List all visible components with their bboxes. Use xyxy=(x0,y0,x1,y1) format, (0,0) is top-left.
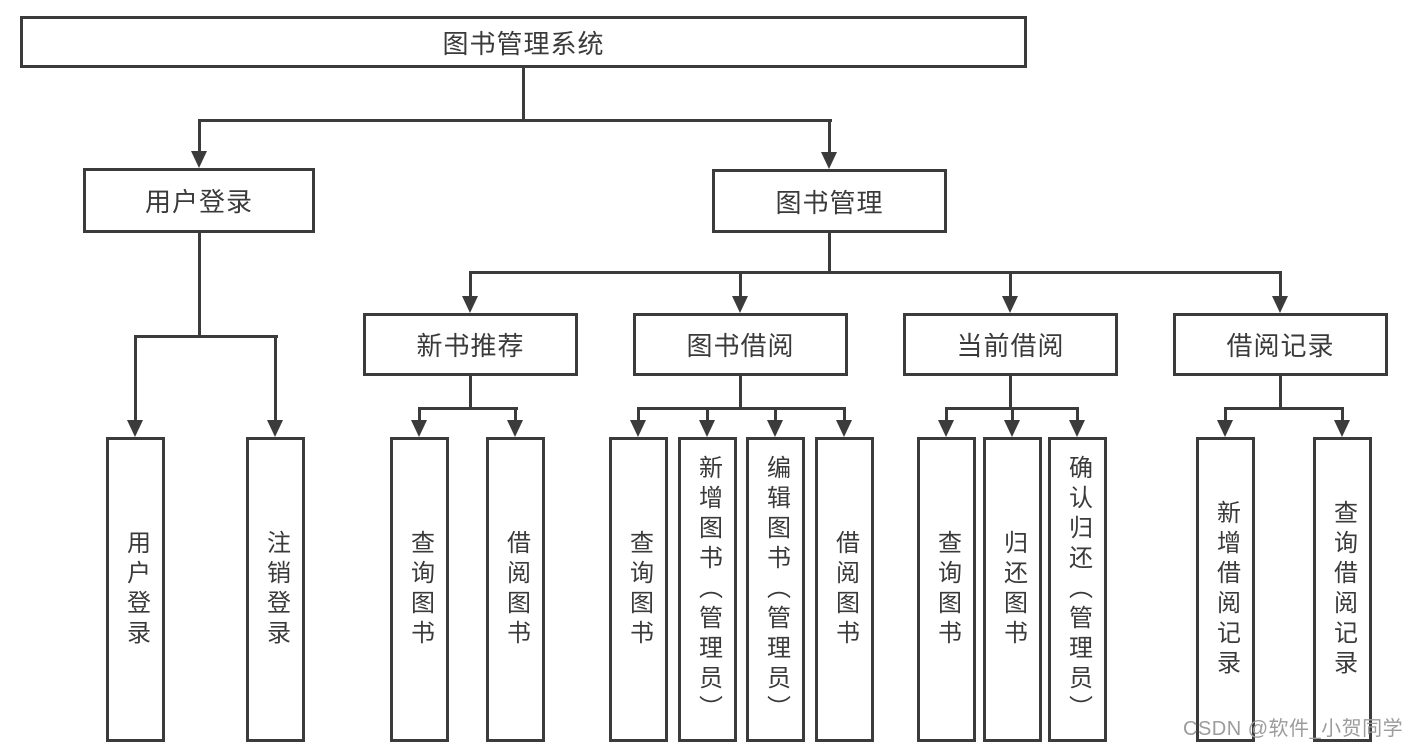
leaf-user-login: 用户登录 xyxy=(106,437,165,742)
connector-vline xyxy=(198,231,201,337)
arrow-down xyxy=(507,420,523,437)
connector-vline xyxy=(469,375,472,409)
leaf-borrow-books-recommend-label: 借阅图书 xyxy=(502,529,530,650)
leaf-logout-label: 注销登录 xyxy=(262,529,290,650)
connector-hline xyxy=(418,407,518,410)
arrow-down xyxy=(938,420,954,437)
connector-stem xyxy=(418,407,421,423)
connector-hline xyxy=(1224,407,1344,410)
connector-stem xyxy=(1341,407,1344,423)
arrow-down xyxy=(1272,296,1288,313)
arrow-down xyxy=(1069,420,1085,437)
leaf-confirm-return-admin: 确认归还（管理员） xyxy=(1048,437,1107,742)
connector-stem xyxy=(134,335,137,421)
connector-stem xyxy=(469,271,472,298)
leaf-borrow-books-borrowing-label: 借阅图书 xyxy=(831,529,859,650)
leaf-add-books-admin-label: 新增图书（管理员） xyxy=(694,454,722,725)
connector-hline xyxy=(469,271,1282,274)
leaf-user-login-label: 用户登录 xyxy=(122,529,150,650)
arrow-down xyxy=(630,420,646,437)
leaf-query-borrow-record: 查询借阅记录 xyxy=(1313,437,1372,742)
leaf-query-books-current: 查询图书 xyxy=(917,437,976,742)
node-user-login: 用户登录 xyxy=(83,168,315,233)
leaf-query-borrow-record-label: 查询借阅记录 xyxy=(1329,499,1357,680)
leaf-logout: 注销登录 xyxy=(246,437,305,742)
connector-stem xyxy=(706,407,709,423)
connector-vline xyxy=(522,67,525,120)
arrow-down xyxy=(836,420,852,437)
node-book-borrowing-label: 图书借阅 xyxy=(686,331,795,361)
connector-stem xyxy=(1279,271,1282,298)
leaf-borrow-books-borrowing: 借阅图书 xyxy=(815,437,874,742)
node-user-login-label: 用户登录 xyxy=(144,187,253,217)
arrow-down xyxy=(1004,420,1020,437)
leaf-query-books-recommend: 查询图书 xyxy=(390,437,449,742)
connector-stem xyxy=(739,271,742,298)
node-root-system: 图书管理系统 xyxy=(20,16,1027,68)
connector-stem xyxy=(774,407,777,423)
leaf-add-books-admin: 新增图书（管理员） xyxy=(678,437,737,742)
arrow-down xyxy=(127,420,143,437)
node-book-management-label: 图书管理 xyxy=(775,187,884,218)
arrow-down xyxy=(462,296,478,313)
connector-stem xyxy=(1009,271,1012,298)
leaf-query-books-recommend-label: 查询图书 xyxy=(406,529,434,650)
leaf-confirm-return-admin-label: 确认归还（管理员） xyxy=(1064,454,1092,725)
node-book-management: 图书管理 xyxy=(712,169,947,233)
node-current-borrowing-label: 当前借阅 xyxy=(956,331,1065,361)
connector-stem xyxy=(843,407,846,423)
leaf-edit-books-admin: 编辑图书（管理员） xyxy=(746,437,805,742)
leaf-query-books-current-label: 查询图书 xyxy=(933,529,961,650)
connector-hline xyxy=(637,407,846,410)
connector-vline xyxy=(739,375,742,409)
leaf-edit-books-admin-label: 编辑图书（管理员） xyxy=(762,454,790,725)
leaf-query-books-borrowing: 查询图书 xyxy=(609,437,668,742)
connector-stem xyxy=(637,407,640,423)
leaf-query-books-borrowing-label: 查询图书 xyxy=(625,529,653,650)
node-new-book-recommend: 新书推荐 xyxy=(363,313,578,376)
arrow-down xyxy=(1334,420,1350,437)
node-current-borrowing: 当前借阅 xyxy=(903,313,1118,376)
arrow-down xyxy=(699,420,715,437)
leaf-return-books: 归还图书 xyxy=(983,437,1042,742)
connector-stem xyxy=(1011,407,1014,423)
arrow-down xyxy=(767,420,783,437)
arrow-down xyxy=(1002,296,1018,313)
connector-hline xyxy=(198,119,832,122)
node-book-borrowing: 图书借阅 xyxy=(633,313,848,376)
connector-stem xyxy=(198,119,201,153)
arrow-down xyxy=(1217,420,1233,437)
arrow-down xyxy=(191,151,207,168)
connector-vline xyxy=(1279,375,1282,409)
connector-stem xyxy=(514,407,517,423)
csdn-watermark: CSDN @软件_小贺同学 xyxy=(1183,718,1404,740)
node-borrowing-records-label: 借阅记录 xyxy=(1226,331,1335,361)
connector-stem xyxy=(828,119,831,153)
connector-vline xyxy=(828,231,831,273)
connector-hline xyxy=(134,335,278,338)
arrow-down xyxy=(732,296,748,313)
node-root-label: 图书管理系统 xyxy=(442,28,605,59)
arrow-down xyxy=(411,420,427,437)
arrow-down xyxy=(821,152,837,169)
connector-stem xyxy=(1076,407,1079,423)
leaf-add-borrow-record-label: 新增借阅记录 xyxy=(1212,499,1240,680)
node-new-book-recommend-label: 新书推荐 xyxy=(416,331,525,361)
node-borrowing-records: 借阅记录 xyxy=(1173,313,1388,376)
connector-vline xyxy=(1009,375,1012,409)
connector-stem xyxy=(274,335,277,421)
arrow-down xyxy=(267,420,283,437)
leaf-borrow-books-recommend: 借阅图书 xyxy=(486,437,545,742)
connector-stem xyxy=(1224,407,1227,423)
connector-stem xyxy=(945,407,948,423)
leaf-add-borrow-record: 新增借阅记录 xyxy=(1196,437,1255,742)
leaf-return-books-label: 归还图书 xyxy=(999,529,1027,650)
